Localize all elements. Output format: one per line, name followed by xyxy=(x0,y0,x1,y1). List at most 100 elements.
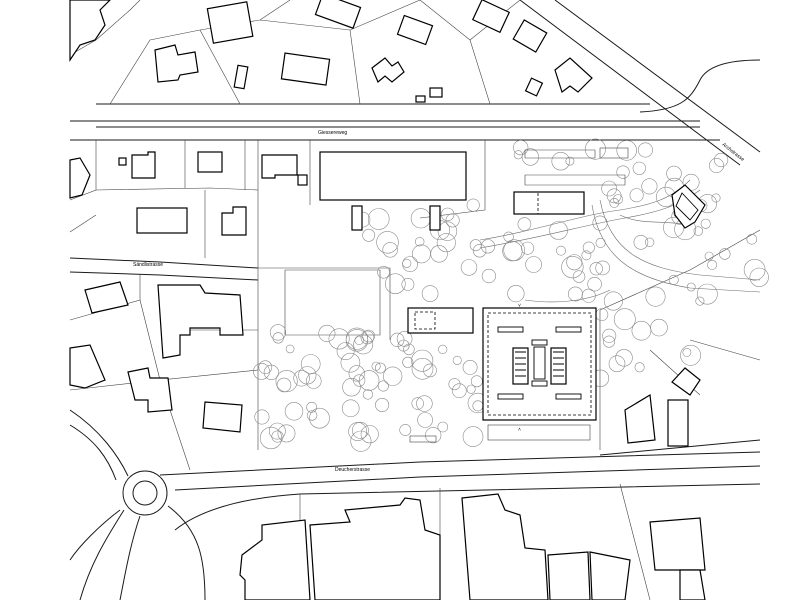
parcel-center-2 xyxy=(419,140,486,219)
tree-canopy xyxy=(318,324,336,342)
courtyard-block-right xyxy=(550,347,567,385)
tree-canopy xyxy=(375,397,390,412)
courtyard-bar-bottom-left xyxy=(497,393,524,400)
tree-canopy xyxy=(382,242,398,258)
parcel-top-4 xyxy=(199,29,241,105)
tree-canopy xyxy=(469,239,482,252)
building-top-2 xyxy=(206,1,254,44)
tree-canopy xyxy=(466,384,476,394)
building-top-6 xyxy=(314,0,362,29)
building-south-5 xyxy=(589,551,631,600)
tree-canopy xyxy=(587,277,602,292)
tree-canopy xyxy=(425,427,442,444)
building-annex-footprint xyxy=(414,311,436,330)
tree-canopy xyxy=(582,241,595,254)
tree-canopy xyxy=(525,256,542,273)
courtyard-center-top xyxy=(531,339,548,346)
parcel-south-3 xyxy=(619,483,651,600)
tree-canopy xyxy=(746,234,758,245)
tree-canopy xyxy=(682,347,692,357)
tree-canopy xyxy=(466,198,480,212)
road-saendlistrasse-south xyxy=(69,271,259,281)
courtyard-spine xyxy=(533,346,546,380)
tree-canopy xyxy=(401,277,415,291)
tree-canopy xyxy=(411,349,434,372)
tree-canopy xyxy=(353,334,374,355)
building-south-3 xyxy=(461,493,549,600)
tree-canopy xyxy=(423,363,437,378)
building-left-2 xyxy=(131,151,156,179)
tree-canopy xyxy=(592,215,608,231)
tree-canopy xyxy=(411,357,434,380)
tree-canopy xyxy=(436,233,456,253)
tree-canopy xyxy=(328,328,350,350)
road-lower-edge xyxy=(69,509,121,561)
tree-canopy xyxy=(383,366,403,386)
tree-canopy xyxy=(437,421,449,433)
tree-canopy xyxy=(581,250,592,261)
building-annex xyxy=(407,307,474,334)
road-roundabout-sw xyxy=(79,509,125,600)
building-central-wing-left xyxy=(351,205,363,231)
building-south-1 xyxy=(239,519,311,600)
building-top-7 xyxy=(396,14,434,46)
tree-canopy xyxy=(650,318,668,337)
building-south-4 xyxy=(547,551,591,600)
building-top-12 xyxy=(512,19,548,53)
tree-canopy xyxy=(507,285,525,303)
building-archstrasse-detail xyxy=(675,192,699,221)
building-project-forecourt xyxy=(487,424,591,441)
tree-canopy xyxy=(437,221,458,241)
tree-canopy xyxy=(271,430,284,443)
tree-canopy xyxy=(561,256,584,279)
tree-canopy xyxy=(480,239,496,254)
tree-canopy xyxy=(470,375,483,388)
tree-canopy xyxy=(275,370,298,393)
tree-canopy xyxy=(615,349,633,367)
tree-canopy xyxy=(445,213,460,228)
tree-canopy xyxy=(402,356,414,368)
tree-canopy xyxy=(268,422,286,440)
tree-canopy xyxy=(608,355,626,373)
tree-canopy xyxy=(549,221,568,240)
tree-canopy xyxy=(360,330,375,345)
tree-canopy xyxy=(305,373,322,389)
tree-canopy xyxy=(421,285,439,302)
courtyard-center-bottom xyxy=(531,380,548,387)
tree-canopy xyxy=(448,378,461,391)
tree-canopy xyxy=(384,273,406,295)
tree-canopy xyxy=(438,344,448,355)
road-archstrasse-west xyxy=(519,0,741,166)
courtyard-block-right-stripes xyxy=(553,351,564,377)
tree-canopy xyxy=(460,259,478,276)
courtyard-bar-top-left xyxy=(497,326,524,333)
tree-canopy xyxy=(696,283,718,305)
parcel-top-8 xyxy=(469,39,491,105)
tree-canopy xyxy=(631,320,652,341)
tree-canopy xyxy=(693,226,703,236)
tree-canopy xyxy=(634,362,645,373)
building-south-7 xyxy=(679,569,706,600)
tree-canopy xyxy=(309,407,330,429)
parking-north xyxy=(524,147,629,186)
parcel-top-1 xyxy=(95,0,141,41)
tree-canopy xyxy=(350,430,372,452)
tree-canopy xyxy=(351,421,369,439)
tree-canopy xyxy=(263,364,280,381)
tree-canopy xyxy=(668,274,679,285)
tree-canopy xyxy=(276,377,292,393)
tree-canopy xyxy=(472,244,487,258)
park-path-4 xyxy=(591,204,761,293)
north-arrow-top: ˅ xyxy=(518,303,521,309)
tree-canopy xyxy=(749,267,769,287)
tree-canopy xyxy=(632,161,646,175)
tree-canopy xyxy=(285,344,295,354)
parcel-top-6 xyxy=(349,29,361,105)
tree-canopy xyxy=(503,239,526,261)
courtyard-bar-bottom-right xyxy=(555,393,582,400)
building-south-2 xyxy=(309,497,441,600)
building-left-3 xyxy=(197,151,223,173)
tree-canopy xyxy=(277,424,296,443)
building-east-2 xyxy=(624,394,656,444)
tree-canopy xyxy=(253,362,270,380)
